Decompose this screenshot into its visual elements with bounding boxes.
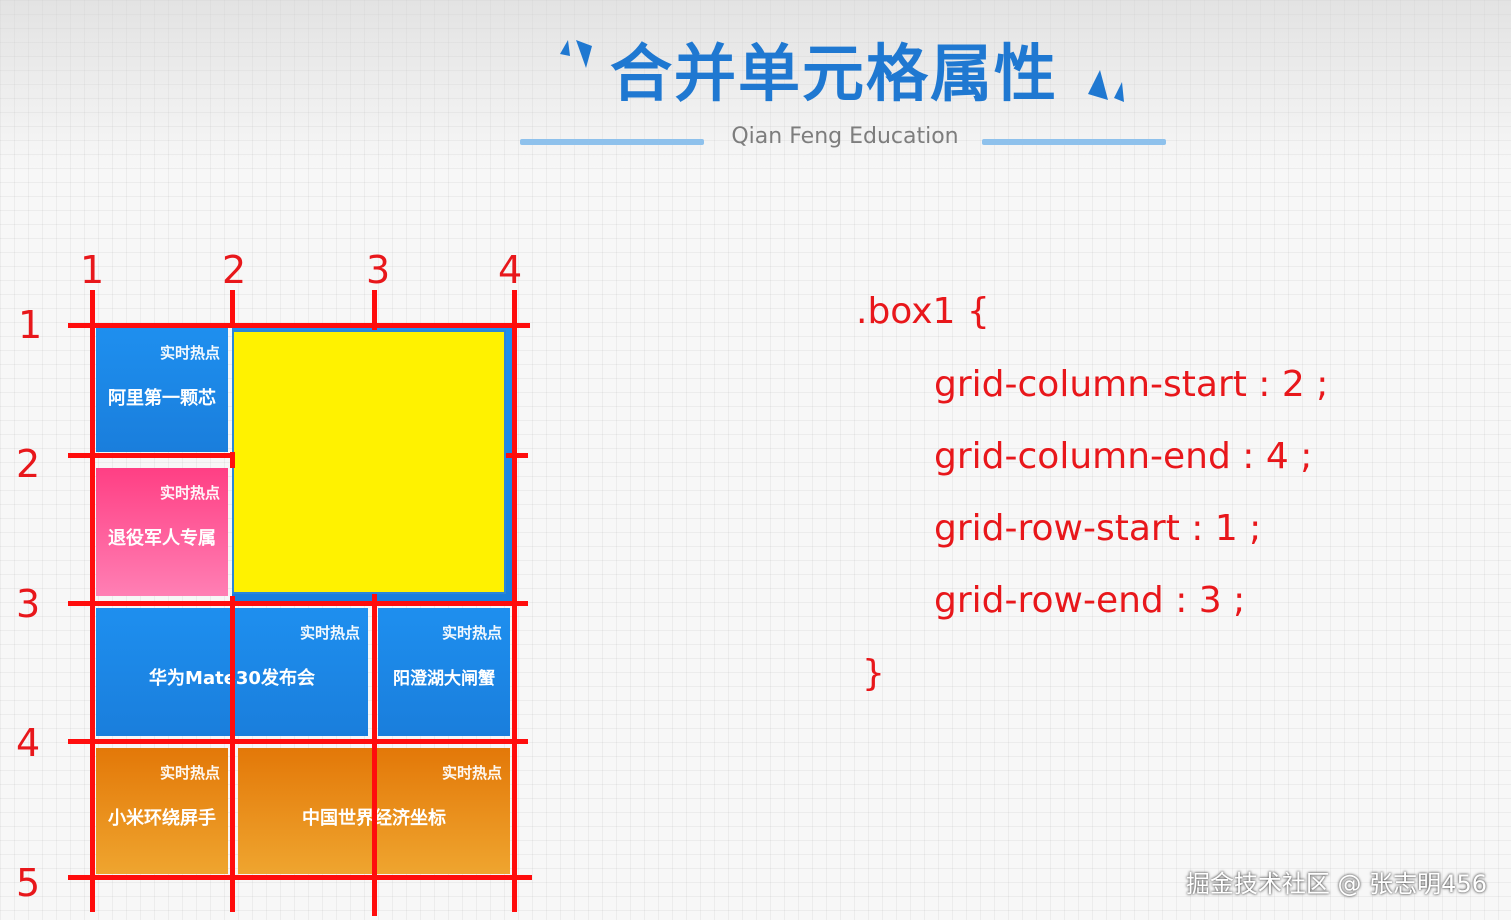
grid-line-row-5 (68, 875, 532, 880)
grid-line-col-2 (230, 596, 235, 912)
grid-cell-1: 实时热点 阿里第一颗芯 (96, 328, 228, 452)
cell-tag: 实时热点 (441, 764, 502, 782)
code-selector-open: .box1 { (856, 291, 990, 332)
title-left-decoration-icon (560, 40, 592, 68)
row-number-5: 5 (16, 861, 41, 905)
page-title: 合并单元格属性 (610, 37, 1059, 110)
subtitle-divider-left (520, 139, 704, 145)
cell-tag: 实时热点 (441, 624, 502, 642)
code-close-brace: } (862, 653, 885, 694)
column-number-2: 2 (222, 248, 247, 292)
cell-text: 阿里第一颗芯 (108, 388, 216, 409)
grid-cell-4: 实时热点 阳澄湖大闸蟹 (378, 608, 510, 736)
subtitle: Qian Feng Education (731, 124, 959, 149)
grid-line-row-3 (68, 601, 528, 606)
cell-tag: 实时热点 (159, 484, 220, 502)
row-number-1: 1 (18, 303, 43, 347)
cell-tag: 实时热点 (159, 764, 220, 782)
grid-cell-2: 实时热点 退役军人专属 (96, 468, 228, 596)
grid-line-row-2 (68, 453, 232, 458)
grid-line-col-3 (372, 290, 377, 330)
grid-line-col-2 (230, 290, 235, 328)
subtitle-divider-right (982, 139, 1166, 145)
cell-text: 小米环绕屏手 (108, 808, 216, 829)
row-number-2: 2 (16, 442, 41, 486)
row-number-3: 3 (16, 582, 41, 626)
code-line: grid-column-start : 2 ; (934, 364, 1329, 405)
grid-line-col-3 (372, 594, 377, 916)
cell-tag: 实时热点 (299, 624, 360, 642)
merged-box1 (232, 330, 506, 594)
grid-line-col-2 (230, 452, 235, 468)
title-right-decoration-icon (1088, 70, 1124, 102)
grid-line-row-4 (68, 739, 528, 744)
code-line: grid-row-end : 3 ; (934, 580, 1246, 621)
grid-line-row-2 (506, 453, 528, 458)
cell-text: 退役军人专属 (108, 528, 216, 549)
code-line: grid-column-end : 4 ; (934, 436, 1313, 477)
column-number-1: 1 (80, 248, 105, 292)
row-number-4: 4 (16, 721, 41, 765)
grid-line-row-1 (68, 323, 530, 328)
cell-text: 阳澄湖大闸蟹 (393, 669, 495, 689)
column-number-3: 3 (366, 248, 391, 292)
code-line: grid-row-start : 1 ; (934, 508, 1262, 549)
cell-tag: 实时热点 (159, 344, 220, 362)
watermark: 掘金技术社区 @ 张志明456 (1185, 870, 1487, 898)
grid-cell-5: 实时热点 小米环绕屏手 (96, 748, 228, 874)
column-number-4: 4 (498, 248, 523, 292)
